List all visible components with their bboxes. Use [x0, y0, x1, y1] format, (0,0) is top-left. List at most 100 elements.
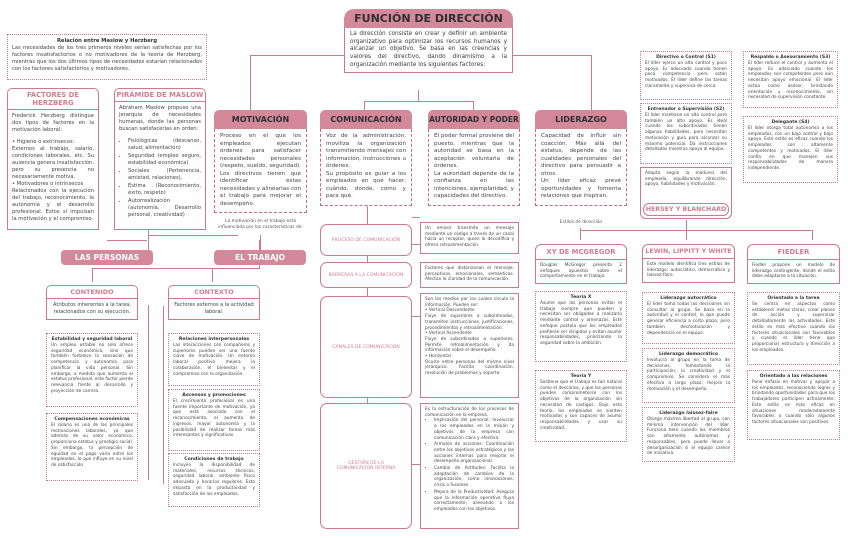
comunicacion-body-1: Voz de la administración, moviliza la or…	[326, 133, 406, 170]
connector	[580, 228, 582, 240]
fiedler-title: FIEDLER	[748, 245, 839, 260]
barreras-comunicacion-node: BARRERAS A LA COMUNICACIÓN	[320, 262, 412, 288]
connector	[512, 55, 592, 57]
card-body: Asume que las personas evitan el trabajo…	[540, 301, 623, 346]
herzberg-text-2: Relacionados con la ejecución del trabaj…	[12, 188, 94, 223]
card-title: Condiciones de trabajo	[184, 457, 244, 462]
connector	[364, 101, 474, 103]
relation-body: Las necesidades de los tres primeros niv…	[12, 45, 202, 73]
connector	[107, 240, 147, 242]
gestion-item: Armonía de acciones: Coordinación entre …	[434, 442, 514, 465]
connector	[412, 217, 420, 219]
gestion-desc: Es la estructuración de los procesos de …	[420, 403, 519, 529]
connector	[212, 268, 214, 282]
connector	[148, 235, 238, 237]
contexto-card-3: Condiciones de trabajo Incluyen la dispo…	[168, 453, 260, 507]
gestion-label: GESTIÓN DE LA COMUNICACIÓN INTERNA	[336, 461, 396, 471]
card-body: El líder otorga total autonomía a los em…	[748, 126, 833, 171]
canal-item: • Horizontal	[425, 354, 451, 360]
gestion-item: Implicación del personal: Involucrar a l…	[434, 418, 514, 441]
connector	[92, 268, 260, 270]
fiedler-body: Fiedler propone un modelo de liderazgo c…	[752, 263, 835, 280]
contexto-card-1: Relaciones interpersonales Las interacci…	[168, 333, 260, 386]
mcgregor-body: Douglas McGregor presenta 2 enfoques opu…	[540, 263, 622, 280]
autoridad-body-2: La autoridad depende de la confianza en …	[434, 170, 514, 200]
hersey-card: Adapta según la madurez del empleado, eq…	[640, 167, 732, 219]
relation-title: Relación entre Maslow y Herzberg	[56, 38, 158, 44]
autoridad-body: El poder formal proviene del puesto, mie…	[428, 129, 520, 206]
card-body: Involucra al grupo en la toma de decisio…	[647, 358, 730, 392]
las-personas-node: LAS PERSONAS	[61, 250, 153, 265]
connector	[92, 268, 94, 282]
maslow-item: Seguridad (empleo seguro, estabilidad ec…	[128, 153, 201, 167]
connector	[591, 55, 593, 110]
liderazgo-body-1: Capacidad de influir sin coacción. Más a…	[541, 133, 621, 177]
gestion-item: Cambio de Actitudes: Facilita la adaptac…	[434, 466, 514, 489]
card-title: Teoría Y	[570, 374, 592, 379]
canal-name: Horizontal	[428, 354, 451, 360]
connector	[148, 305, 150, 480]
card-body: El líder mantiene un alto control pero t…	[645, 113, 727, 153]
contexto-card: CONTEXTO Factores externos a la activida…	[168, 285, 260, 320]
comunicacion-body: Voz de la administración, moviliza la or…	[320, 129, 412, 206]
maslow-content: Abraham Maslow propuso una jerarquía de …	[115, 102, 205, 223]
gestion-item: Mejora de la Productividad: Asegura que …	[434, 490, 514, 513]
card-body: El salario es una de las principales mot…	[51, 423, 133, 468]
card-body: El líder ejerce un alto control y poco a…	[645, 61, 727, 89]
lewin-title: LEWIN, LIPPITT Y WHITE	[643, 245, 734, 259]
lewin-democratico: Liderazgo democrático Involucra al grupo…	[642, 348, 735, 403]
canales-comunicacion-node: CANALES DE COMUNICACIÓN	[320, 296, 412, 398]
card-body: Se centra en aspectos como establecer me…	[752, 302, 835, 353]
card-title: Relaciones interpersonales	[178, 337, 250, 342]
canal-item: • Vertical Descendente	[425, 308, 475, 314]
hersey-card-s4: Delegante (S4) El líder otorga total aut…	[743, 116, 838, 183]
card-title: Liderazgo autocrático	[660, 296, 717, 301]
canal-desc: Fluye de superiores a subordinados, tran…	[425, 314, 514, 331]
card-body: Sostiene que el trabajo es tan natural c…	[540, 380, 622, 431]
page-title: FUNCIÓN DE DIRECCIÓN	[344, 9, 513, 28]
fiedler-card: FIEDLER Fiedler propone un modelo de lid…	[747, 244, 840, 285]
mcgregor-teoria-y: Teoría Y Sostiene que el trabajo es tan …	[535, 370, 627, 442]
fiedler-tarea: Orientado a la tarea Se centra en aspect…	[747, 292, 840, 365]
canal-name: Vertical Descendente	[428, 308, 475, 314]
fiedler-relaciones: Orientado a las relaciones Pone énfasis …	[747, 370, 840, 440]
connector	[412, 244, 420, 246]
hersey-body: Adapta según la madurez del empleado, eq…	[645, 171, 727, 188]
card-body: Pone énfasis en motivar y apoyar a los e…	[752, 380, 835, 425]
connector	[473, 101, 475, 111]
lewin-card: LEWIN, LIPPITT Y WHITE Este modelo ident…	[642, 244, 735, 284]
maslow-item: Autorrealización (autonomía, Desarrollo …	[128, 198, 201, 219]
herzberg-card: FACTORES DE HERZBERG Frederick Herzberg …	[7, 88, 99, 230]
card-title: Estabilidad y seguridad laboral	[51, 337, 133, 342]
connector	[250, 55, 252, 110]
comunicacion-title: COMUNICACIÓN	[320, 110, 412, 129]
liderazgo-node: LIDERAZGO Capacidad de influir sin coacc…	[535, 110, 627, 206]
canal-item: • Vertical Ascendente	[425, 331, 472, 337]
barreras-label: BARRERAS A LA COMUNICACIÓN	[328, 272, 404, 278]
connector	[260, 235, 262, 251]
contenido-card-2: Compensaciones económicas El salario es …	[46, 413, 138, 481]
card-body: Incluyen la disponibilidad de materiales…	[173, 463, 255, 497]
connector	[418, 90, 420, 102]
canales-label: CANALES DE COMUNICACIÓN	[332, 344, 400, 350]
card-title: Directivo o Control (S1)	[656, 55, 716, 60]
herzberg-bullet-2: • Motivadores o intrínsecos	[12, 181, 84, 188]
motivacion-title: MOTIVACIÓN	[214, 110, 307, 129]
contexto-card-2: Ascensos y promociones El crecimiento pr…	[168, 389, 260, 451]
card-title: Teoría X	[570, 295, 592, 300]
contenido-card: CONTENIDO Atributos inherentes a la tare…	[46, 285, 138, 320]
card-title: Liderazgo democrático	[658, 352, 719, 357]
contenido-title: CONTENIDO	[47, 286, 137, 299]
canal-desc: Fluye de subordinados a superiores. Perm…	[425, 336, 514, 354]
hersey-title: HERSEY Y BLANCHARD	[643, 203, 729, 216]
connector	[412, 464, 420, 466]
maslow-item: Sociales (Pertenencia, amistad, relacion…	[128, 168, 201, 182]
contexto-body: Factores externos a la actividad laboral…	[174, 302, 254, 315]
card-title: Compensaciones económicas	[54, 417, 130, 422]
motivacion-note: La motivación en el trabajo está influen…	[218, 219, 303, 230]
lewin-body: Este modelo identifica tres estilos de l…	[647, 262, 730, 279]
maslow-herzberg-relation: Relación entre Maslow y Herzberg Las nec…	[7, 34, 207, 80]
autoridad-node: AUTORIDAD Y PODER El poder formal provie…	[428, 110, 520, 206]
canal-desc: Ocurre entre personas del mismo nivel je…	[425, 359, 514, 377]
card-title: Orientado a las relaciones	[759, 374, 828, 379]
